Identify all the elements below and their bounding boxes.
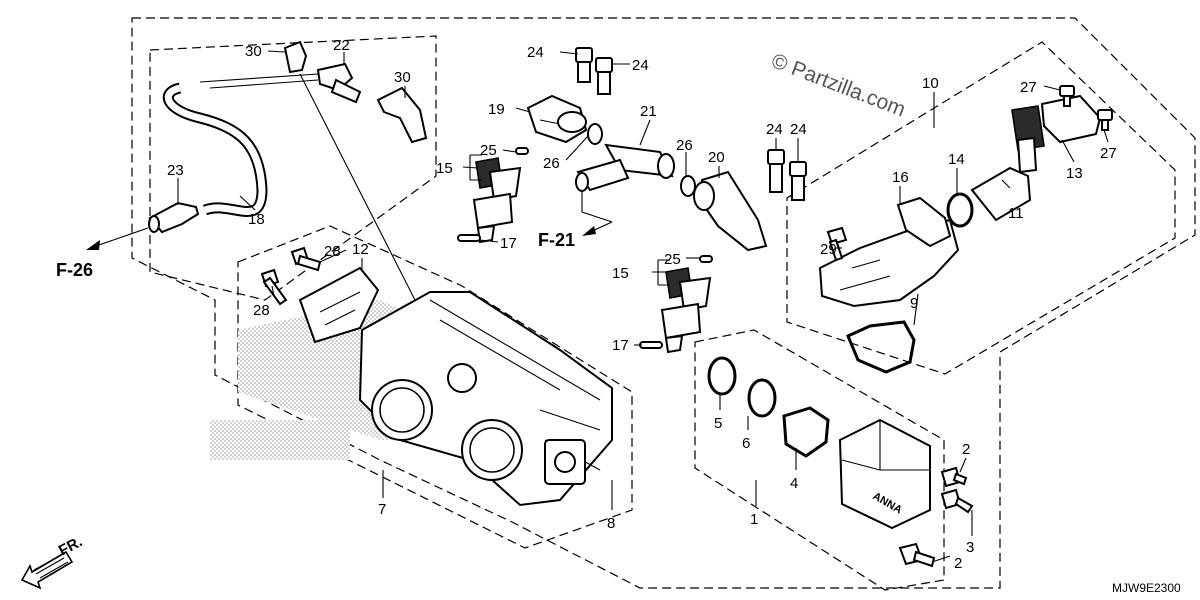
- callout-20: 20: [708, 149, 725, 166]
- part-22-three-way-joint: [316, 62, 362, 104]
- callout-27-top: 27: [1020, 79, 1037, 96]
- callout-9: 9: [910, 295, 918, 312]
- callout-30-right: 30: [394, 69, 411, 86]
- callout-5: 5: [714, 415, 722, 432]
- callout-23: 23: [167, 162, 184, 179]
- leader-lines: [177, 50, 1109, 563]
- part-26-o-ring-left: [587, 123, 603, 145]
- part-16-valve-housing: [818, 196, 960, 308]
- part-19-rail-cap: [526, 94, 588, 144]
- part-29-screw: [826, 226, 848, 262]
- part-15-injector-upper: [472, 157, 522, 244]
- callout-17-lower: 17: [612, 337, 629, 354]
- reference-arrows: [86, 190, 613, 250]
- part-25-seal-upper: [515, 147, 529, 155]
- hose-group-outline: [149, 35, 437, 301]
- callout-25-lower: 25: [664, 251, 681, 268]
- outer-boundary: [131, 17, 1196, 589]
- part-2-screw-lower: [898, 542, 936, 568]
- callout-30-left: 30: [245, 43, 262, 60]
- callout-24-b: 24: [632, 57, 649, 74]
- part-13-gasket-plate: [1040, 94, 1102, 144]
- part-28-bolt-lower: [260, 268, 288, 306]
- callout-labels: 30 22 30 23 18 24 24 19 21 26 26 20 25 1…: [167, 37, 1117, 572]
- callout-6: 6: [742, 435, 750, 452]
- part-27-screw-top: [1059, 85, 1075, 107]
- ref-f26: F-26: [56, 260, 93, 280]
- part-24-bolt-c: [767, 149, 785, 193]
- part-6-o-ring: [747, 378, 777, 418]
- part-15-injector-lower: [660, 267, 712, 354]
- part-26-o-ring-right: [680, 175, 696, 197]
- callout-18: 18: [248, 211, 265, 228]
- part-1-sensor-unit: ANNA: [838, 418, 931, 530]
- sensor-group-outline: [694, 329, 945, 591]
- callout-10: 10: [922, 75, 939, 92]
- part-24-bolt-a: [575, 47, 593, 83]
- group-outlines: [131, 17, 1196, 591]
- callout-21: 21: [640, 103, 657, 120]
- part-20-rail-cap: [693, 170, 768, 252]
- part-5-o-ring: [707, 356, 737, 396]
- idle-valve-group-outline: [786, 41, 1176, 375]
- watermark: © Partzilla.com: [768, 49, 908, 121]
- callout-8: 8: [607, 515, 615, 532]
- callout-14: 14: [948, 151, 965, 168]
- part-25-seal-lower: [699, 255, 713, 263]
- part-23-hose-joint: [148, 201, 200, 234]
- part-24-bolt-b: [595, 57, 613, 95]
- part-7-throttle-body: [358, 291, 613, 507]
- callout-29: 29: [820, 241, 837, 258]
- front-direction-arrow: [20, 550, 74, 590]
- callout-13: 13: [1066, 165, 1083, 182]
- callout-19: 19: [488, 101, 505, 118]
- part-2-screw-upper: [940, 466, 968, 488]
- callout-24-d: 24: [790, 121, 807, 138]
- callout-3: 3: [966, 539, 974, 556]
- part-30-hose-cap-right: [376, 86, 428, 144]
- callout-2-upper: 2: [962, 441, 970, 458]
- drawing-code: MJW9E2300: [1112, 581, 1181, 595]
- callout-15-lower: 15: [612, 265, 629, 282]
- callout-11: 11: [1008, 205, 1024, 222]
- callout-25-upper: 25: [480, 142, 497, 159]
- part-17-seal-upper: [457, 234, 481, 242]
- callout-22: 22: [333, 37, 350, 54]
- callout-24-a: 24: [527, 44, 544, 61]
- callout-26-left: 26: [543, 155, 560, 172]
- ref-f21: F-21: [538, 230, 575, 250]
- part-28-bolt-upper: [290, 246, 322, 272]
- callout-28-lower: 28: [253, 302, 270, 319]
- part-24-bolt-d: [789, 161, 807, 201]
- part-12-bracket: [298, 266, 380, 344]
- part-3-screw: [940, 488, 974, 514]
- reference-labels: F-26 F-21: [56, 230, 575, 280]
- callout-16: 16: [892, 169, 909, 186]
- callout-1: 1: [750, 511, 758, 528]
- callout-27-right: 27: [1100, 145, 1117, 162]
- part-30-hose-cap-left: [283, 40, 308, 74]
- callout-15-upper: 15: [436, 160, 453, 177]
- part-9-gasket: [846, 320, 916, 374]
- callout-24-c: 24: [766, 121, 783, 138]
- part-27-screw-right: [1097, 109, 1113, 131]
- part-14-o-ring: [946, 192, 974, 228]
- callout-2-lower: 2: [954, 555, 962, 572]
- callout-4: 4: [790, 475, 798, 492]
- part-21-fuel-rail: [575, 143, 675, 192]
- callout-7: 7: [378, 501, 386, 518]
- callout-26-right: 26: [676, 137, 693, 154]
- callout-28-upper: 28: [324, 243, 341, 260]
- part-4-gasket: [782, 406, 830, 458]
- callout-12: 12: [352, 241, 369, 258]
- part-17-seal-lower: [639, 341, 663, 349]
- part-11-idle-valve: [970, 105, 1045, 222]
- callout-17-upper: 17: [500, 235, 517, 252]
- part-18-vacuum-hose: [163, 82, 268, 217]
